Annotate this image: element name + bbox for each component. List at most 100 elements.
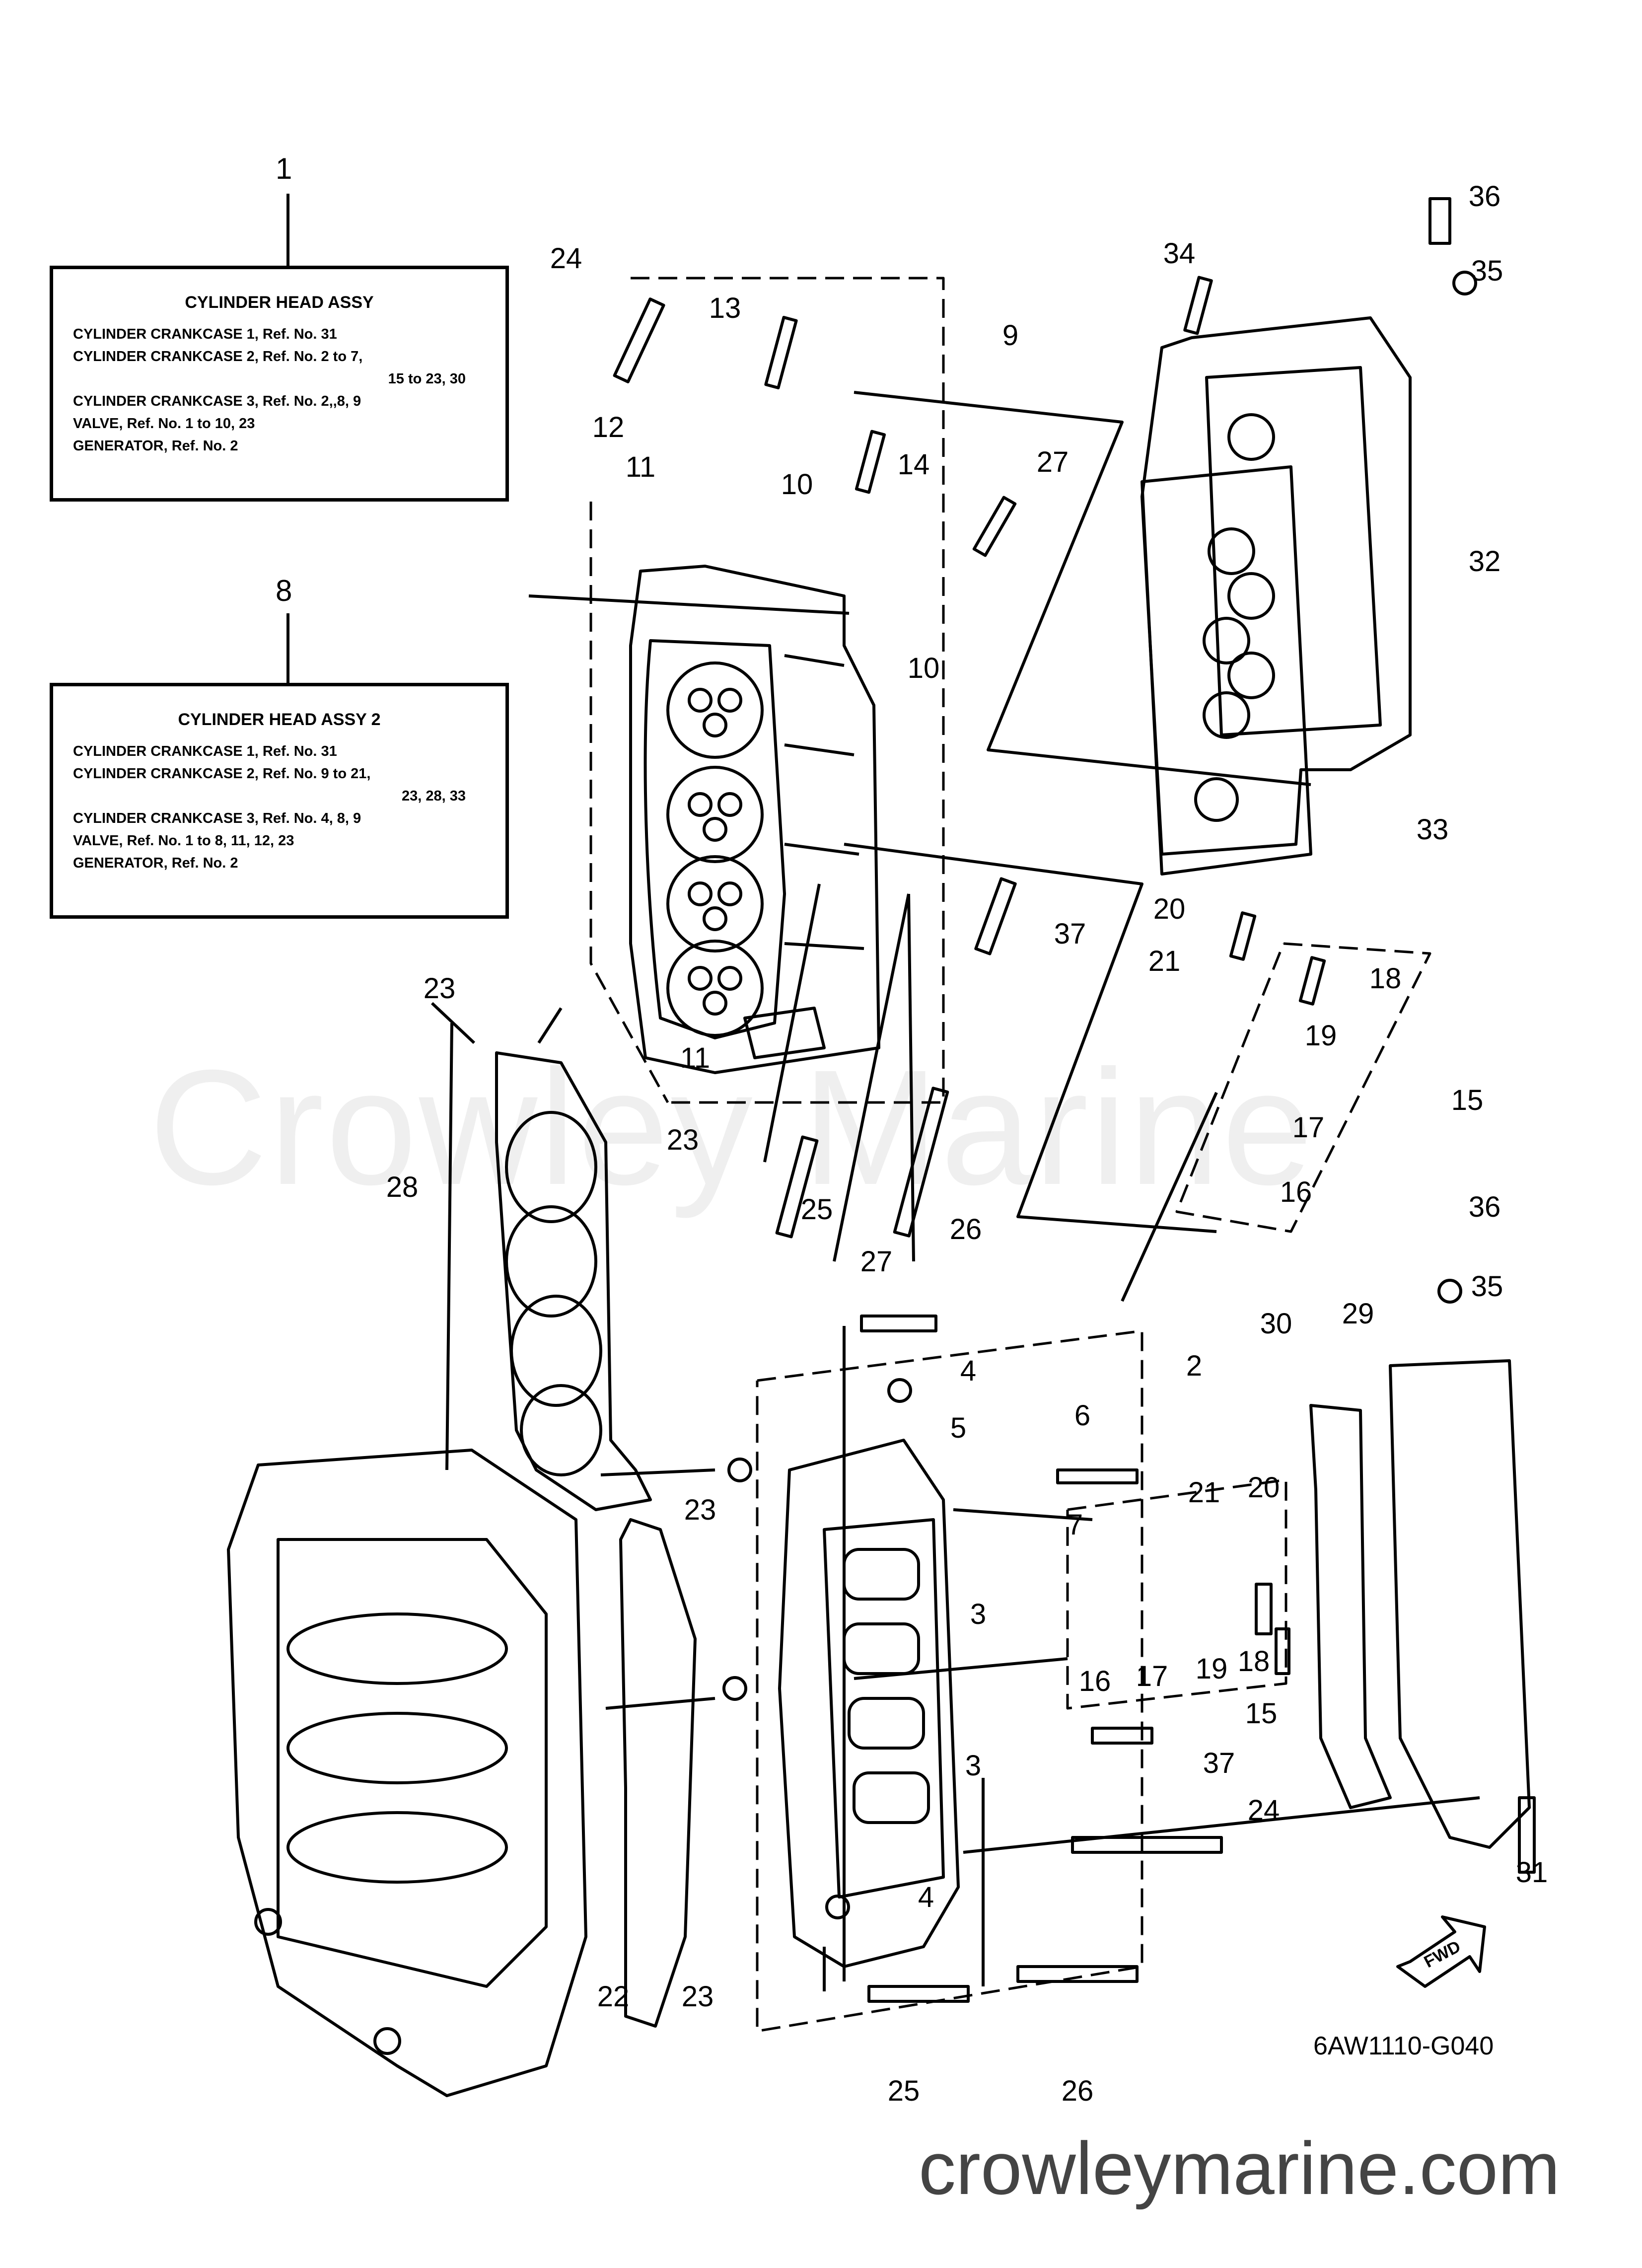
callout-number: 34 [1163, 237, 1196, 270]
leader-cover-frame [854, 391, 1311, 786]
callout-number: 2 [1186, 1350, 1202, 1382]
callout-number: 7 [1067, 1509, 1083, 1541]
leader-16 [953, 1508, 1093, 1521]
callout-number: 27 [1037, 446, 1069, 478]
diagram-code: 6AW1110-G040 [1313, 2032, 1494, 2060]
callout-number: 36 [1469, 1191, 1501, 1223]
callout-number: 13 [709, 292, 741, 324]
info-line: CYLINDER CRANKCASE 3, Ref. No. 4, 8, 9 [73, 810, 361, 826]
leader-23-lower [605, 1697, 715, 1710]
callout-number: 18 [1369, 962, 1402, 995]
group-9-frame [631, 277, 945, 1104]
leader-11-lower [430, 1002, 476, 1044]
callout-number: 15 [1245, 1697, 1278, 1730]
callout-number: 17 [1292, 1111, 1325, 1144]
leader-25 [763, 883, 821, 1163]
callout-number: 29 [1342, 1298, 1374, 1330]
callout-number: 17 [1136, 1660, 1168, 1692]
cover-gasket-33 [1141, 465, 1312, 876]
info-line: CYLINDER CRANKCASE 2, Ref. No. 9 to 21, [73, 766, 371, 782]
callout-number: 30 [1260, 1308, 1292, 1340]
callout-number: 11 [626, 451, 655, 483]
info-line: CYLINDER CRANKCASE 1, Ref. No. 31 [73, 326, 337, 342]
info-box-title: CYLINDER HEAD ASSY 2 [178, 710, 381, 729]
info-line: 15 to 23, 30 [388, 371, 466, 387]
leader-26b [833, 893, 910, 1262]
callout-number: 32 [1469, 545, 1501, 578]
group-15-lower-frame [1066, 1478, 1287, 1710]
callout-number: 14 [898, 448, 930, 481]
cover-gasket-30 [1309, 1404, 1392, 1809]
info-box-title: CYLINDER HEAD ASSY [185, 293, 374, 312]
callout-number: 37 [1054, 918, 1086, 950]
info-line: VALVE, Ref. No. 1 to 10, 23 [73, 416, 255, 432]
callout-number: 15 [1451, 1084, 1484, 1116]
callout-number: 19 [1305, 1020, 1337, 1052]
callout-number: 18 [1238, 1645, 1270, 1678]
box1-number: 1 [276, 152, 292, 185]
gasket-22 [619, 1518, 697, 2028]
info-box-lines: CYLINDER CRANKCASE 1, Ref. No. 31 CYLIND… [73, 740, 486, 875]
callout-number: 10 [908, 652, 940, 684]
leader-24 [854, 1657, 1068, 1680]
head-gasket-28 [495, 1051, 652, 1511]
leader-26 [907, 893, 915, 1262]
callout-number: 9 [1002, 319, 1018, 352]
callout-number: 24 [1248, 1794, 1280, 1827]
leader-31 [963, 1796, 1480, 1854]
callout-number: 3 [965, 1750, 981, 1782]
callout-number: 28 [386, 1171, 419, 1203]
info-line: CYLINDER CRANKCASE 3, Ref. No. 2,,8, 9 [73, 393, 361, 409]
watermark: Crowley Marine [149, 1035, 1315, 1219]
box8-number: 8 [276, 574, 292, 607]
info-box-cylinder-head-assy: CYLINDER HEAD ASSY CYLINDER CRANKCASE 1,… [50, 266, 509, 502]
callout-number: 23 [682, 1980, 714, 2013]
group-2-frame [756, 1329, 1143, 2033]
cylinder-head-cover-29 [1389, 1359, 1531, 1849]
leader-15-corner [1121, 1092, 1218, 1302]
callout-number: 24 [550, 242, 582, 275]
info-box-lines: CYLINDER CRANKCASE 1, Ref. No. 31 CYLIND… [73, 323, 486, 457]
callout-number: 21 [1148, 945, 1181, 977]
callout-number: 10 [781, 468, 813, 501]
crankcase-block [227, 1449, 587, 2097]
leader-crankcase [445, 1023, 453, 1470]
callout-number: 37 [1203, 1747, 1235, 1779]
leader-top-a [528, 594, 850, 615]
leader-23-head [537, 1007, 563, 1044]
callout-number: 19 [1196, 1653, 1228, 1685]
callout-number: 3 [970, 1598, 986, 1630]
callout-number: 31 [1516, 1856, 1548, 1889]
callout-number: 11 [680, 1042, 710, 1074]
cylinder-head-cover-32 [1141, 316, 1412, 856]
callout-number: 16 [1079, 1665, 1111, 1697]
callout-number: 26 [950, 1213, 982, 1245]
cylinder-head-upper [629, 565, 880, 1074]
callout-number: 4 [918, 1881, 934, 1913]
info-line: CYLINDER CRANKCASE 2, Ref. No. 2 to 7, [73, 349, 363, 365]
fwd-arrow-icon [1396, 1915, 1486, 1988]
callout-number: 6 [1074, 1399, 1090, 1432]
callout-number: 27 [860, 1245, 893, 1278]
group-15-upper-frame [1175, 942, 1431, 1233]
callout-number: 35 [1471, 1270, 1503, 1303]
info-line: CYLINDER CRANKCASE 1, Ref. No. 31 [73, 743, 337, 759]
callout-number: 4 [960, 1355, 976, 1387]
callout-number: 23 [667, 1124, 699, 1156]
leader-frame-37 [844, 843, 1217, 1233]
leader-23-upper [600, 1468, 715, 1476]
cylinder-head-lower [778, 1439, 960, 1968]
callout-number: 5 [950, 1412, 966, 1444]
callout-number: 12 [592, 411, 625, 443]
info-line: GENERATOR, Ref. No. 2 [73, 438, 238, 454]
callout-number: 23 [684, 1494, 716, 1526]
callout-number: 22 [597, 1980, 630, 2013]
info-line: VALVE, Ref. No. 1 to 8, 11, 12, 23 [73, 833, 294, 849]
callout-number: 20 [1248, 1471, 1280, 1504]
callout-number: 23 [424, 972, 456, 1005]
callout-number: 33 [1417, 813, 1449, 846]
callout-number: 35 [1471, 255, 1503, 287]
